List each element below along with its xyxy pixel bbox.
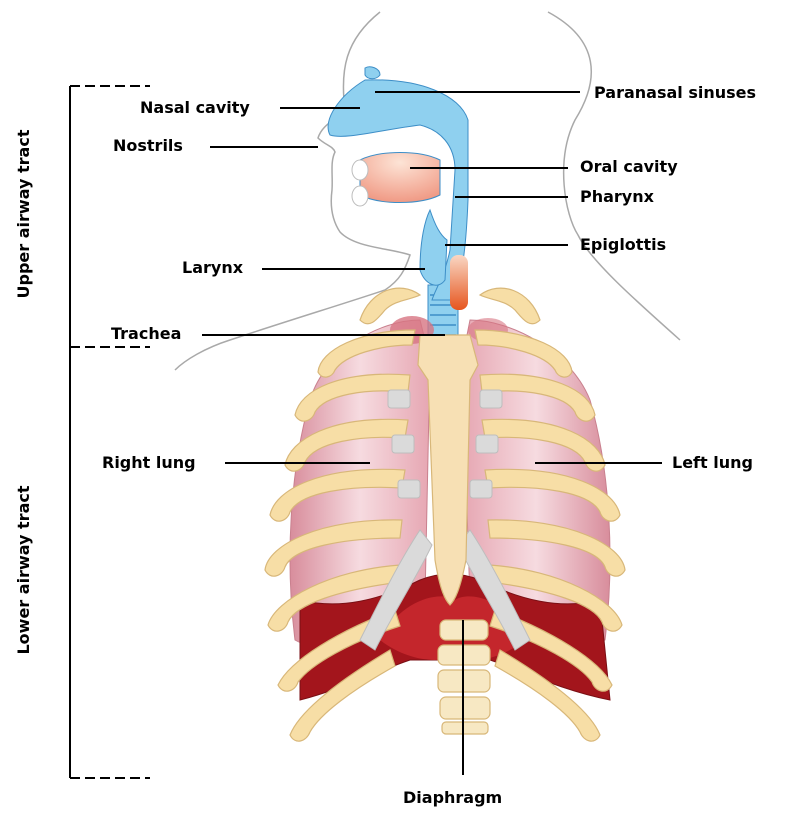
label-upper-airway-tract: Upper airway tract: [16, 130, 32, 299]
airway-brackets: [70, 86, 150, 778]
oral-cavity-shape: [352, 153, 440, 207]
label-nostrils: Nostrils: [113, 138, 183, 154]
label-pharynx: Pharynx: [580, 189, 654, 205]
label-lower-airway-tract: Lower airway tract: [16, 485, 32, 654]
label-epiglottis: Epiglottis: [580, 237, 666, 253]
epiglottis-shape: [450, 255, 468, 310]
label-left-lung: Left lung: [672, 455, 753, 471]
label-larynx: Larynx: [182, 260, 243, 276]
label-oral-cavity: Oral cavity: [580, 159, 678, 175]
label-paranasal-sinuses: Paranasal sinuses: [594, 85, 756, 101]
label-right-lung: Right lung: [102, 455, 196, 471]
label-nasal-cavity: Nasal cavity: [140, 100, 250, 116]
label-diaphragm: Diaphragm: [403, 790, 502, 806]
label-trachea: Trachea: [111, 326, 181, 342]
